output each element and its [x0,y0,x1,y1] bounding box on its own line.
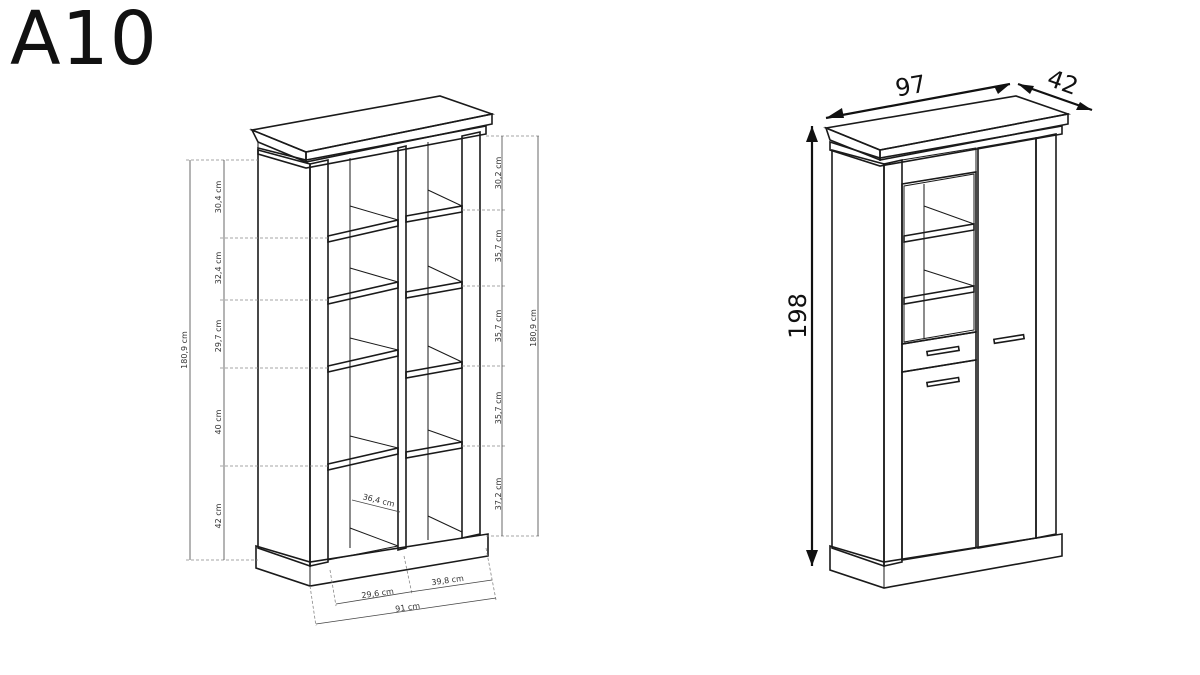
overall-width: 97 [893,70,928,103]
left-height-2: 32,4 cm [214,252,223,285]
left-height-5: 42 cm [214,503,223,528]
right-height-5: 37,2 cm [494,478,503,511]
width-left-column: 29,6 cm [361,587,395,600]
left-height-3: 29,7 cm [214,320,223,353]
closed-cabinet-drawing: 97 42 198 [784,64,1093,589]
left-height-4: 40 cm [214,409,223,434]
left-height-1: 30,4 cm [214,181,223,214]
open-bookcase-drawing: 30,4 cm 32,4 cm 29,7 cm 40 cm 42 cm 180,… [180,95,540,627]
left-total-height: 180,9 cm [180,331,189,369]
page-title: A10 [10,0,158,82]
right-height-2: 35,7 cm [494,230,503,263]
right-total-height: 180,9 cm [529,309,538,347]
right-height-4: 35,7 cm [494,392,503,425]
right-height-3: 35,7 cm [494,310,503,343]
overall-height: 198 [784,293,812,339]
width-right-column: 39,8 cm [431,574,465,587]
width-total: 91 cm [395,601,421,613]
right-height-1: 30,2 cm [494,157,503,190]
